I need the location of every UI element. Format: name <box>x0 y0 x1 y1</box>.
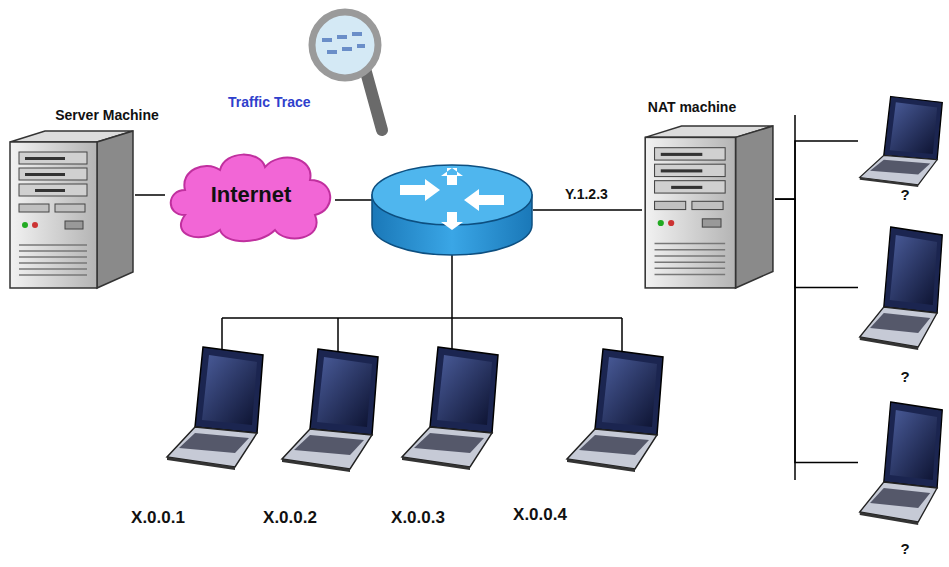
host-label: ? <box>900 368 909 385</box>
server-machine: Server Machine <box>5 130 135 290</box>
network-link <box>775 141 858 199</box>
laptop-shape <box>282 349 378 472</box>
host-label: Server Machine <box>55 107 159 123</box>
laptop-icon <box>565 347 665 472</box>
nat-machine: NAT machine <box>640 125 775 290</box>
laptop-icon <box>280 347 380 472</box>
host-label: X.0.0.1 <box>131 508 185 528</box>
cloud-shape <box>171 155 330 242</box>
laptop-shape <box>860 227 943 350</box>
internet-cloud: Internet <box>165 145 337 245</box>
laptop-icon <box>165 345 265 470</box>
tower-icon <box>5 130 135 290</box>
tower-icon <box>640 125 775 290</box>
laptop-host: X.0.0.2 <box>280 347 380 472</box>
host-label: ? <box>900 540 909 557</box>
laptop-shape <box>860 402 943 525</box>
laptop-host: X.0.0.3 <box>400 345 500 470</box>
host-label: X.0.0.4 <box>513 505 567 525</box>
laptop-shape <box>860 96 943 187</box>
laptop-shape <box>567 349 663 472</box>
host-label: X.0.0.3 <box>391 508 445 528</box>
laptop-host: ? <box>858 400 944 525</box>
magnifier-icon <box>312 12 382 130</box>
network-link <box>775 199 858 287</box>
laptop-host: ? <box>858 225 944 350</box>
network-link <box>135 195 165 196</box>
laptop-icon <box>858 225 944 350</box>
laptop-icon <box>858 95 944 187</box>
laptop-host: X.0.0.1 <box>165 345 265 470</box>
ip-address: Y.1.2.3 <box>565 186 608 202</box>
host-label: X.0.0.2 <box>263 508 317 528</box>
tower-shape <box>10 131 133 288</box>
host-label: NAT machine <box>648 99 736 115</box>
laptop-shape <box>402 347 498 470</box>
host-label: ? <box>900 186 909 203</box>
cloud-label: Internet <box>211 182 292 208</box>
laptop-icon <box>858 400 944 525</box>
trace-caption: Traffic Trace <box>228 94 311 110</box>
laptop-host: ? <box>858 95 944 187</box>
laptop-host: X.0.0.4 <box>565 347 665 472</box>
laptop-icon <box>400 345 500 470</box>
tower-shape <box>645 126 773 288</box>
network-link <box>775 199 858 462</box>
laptop-shape <box>167 347 263 470</box>
router-symbol <box>372 165 532 255</box>
